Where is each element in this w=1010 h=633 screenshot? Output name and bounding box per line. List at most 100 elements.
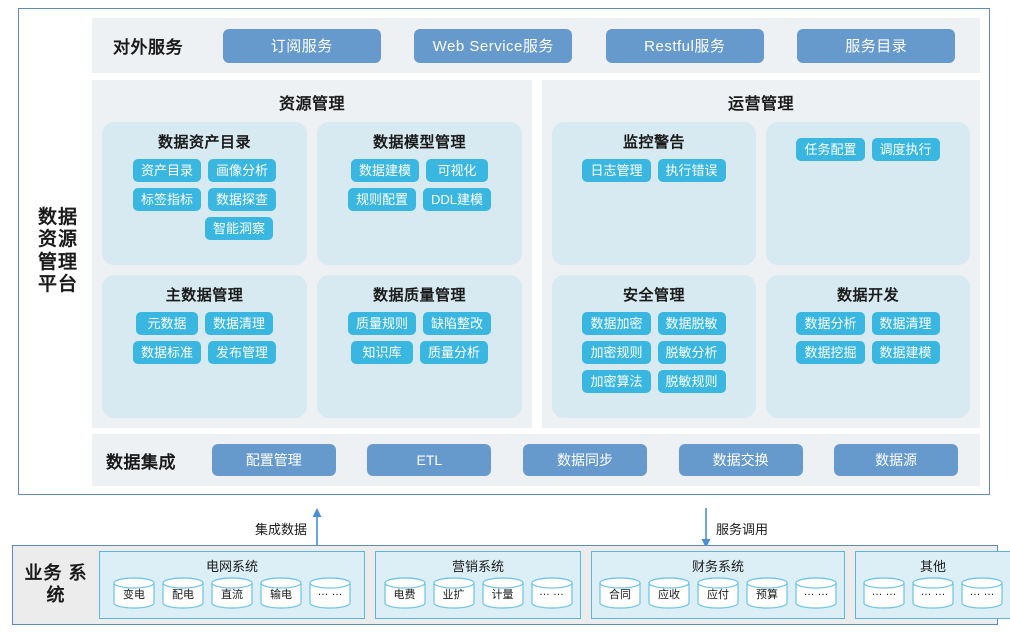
business-group-finance-system-items: 合同 应收 应付 预算 … …	[598, 577, 838, 609]
database-icon[interactable]: 直流	[210, 577, 254, 609]
database-icon-more[interactable]: … …	[960, 577, 1004, 609]
tag-encryption-rule[interactable]: 加密规则	[582, 341, 651, 364]
tag-schedule-execution[interactable]: 调度执行	[871, 138, 940, 161]
tag-knowledge-base[interactable]: 知识库	[350, 341, 413, 364]
database-icon[interactable]: 预算	[745, 577, 789, 609]
tag-rule-config[interactable]: 规则配置	[347, 188, 416, 211]
tag-data-analysis[interactable]: 数据分析	[796, 312, 865, 335]
database-icon[interactable]: 应付	[696, 577, 740, 609]
tag-asset-catalog[interactable]: 资产目录	[132, 159, 201, 182]
card-security-management-title: 安全管理	[622, 287, 685, 304]
business-group-grid-system[interactable]: 电网系统 变电 配电 直流 输电	[99, 551, 365, 619]
arrow-down-icon	[701, 508, 711, 548]
tag-label-metrics[interactable]: 标签指标	[132, 188, 201, 211]
card-data-quality-management[interactable]: 数据质量管理 质量规则 缺陷整改 知识库 质量分析	[317, 275, 522, 418]
database-icon-more[interactable]: … …	[794, 577, 838, 609]
tag-execution-error[interactable]: 执行错误	[657, 159, 726, 182]
database-icon[interactable]: 输电	[259, 577, 303, 609]
external-services-button-list: 订阅服务 Web Service服务 Restful服务 服务目录	[198, 28, 980, 63]
card-data-asset-catalog-tags: 资产目录 画像分析 标签指标 数据探查 智能洞察	[110, 159, 299, 240]
tag-data-masking[interactable]: 数据脱敏	[657, 312, 726, 335]
card-data-model-management-tags: 数据建模 可视化 规则配置 DDL建模	[325, 159, 514, 211]
platform-title-line-1: 数据	[37, 206, 78, 228]
tag-smart-insight[interactable]: 智能洞察	[204, 217, 273, 240]
card-master-data-management-title: 主数据管理	[165, 287, 244, 304]
tag-row: 规则配置 DDL建模	[325, 188, 514, 211]
tag-portrait-analysis[interactable]: 画像分析	[208, 159, 277, 182]
business-group-other[interactable]: 其他 … … … … … …	[855, 551, 1010, 619]
database-icon-more[interactable]: … …	[308, 577, 352, 609]
tag-visualization[interactable]: 可视化	[426, 159, 488, 182]
database-icon[interactable]: 配电	[161, 577, 205, 609]
database-icon[interactable]: 计量	[481, 577, 525, 609]
card-data-asset-catalog-title: 数据资产目录	[157, 134, 251, 151]
database-icon[interactable]: 应收	[647, 577, 691, 609]
business-systems-groups: 电网系统 变电 配电 直流 输电	[99, 551, 1010, 619]
tag-row: 数据分析 数据清理	[774, 312, 962, 335]
business-group-marketing-system-title: 营销系统	[451, 559, 504, 574]
tag-ddl-modeling[interactable]: DDL建模	[423, 188, 492, 211]
database-icon-more[interactable]: … …	[911, 577, 955, 609]
business-systems-section: 业务 系统 电网系统 变电 配电 直流 输电	[12, 545, 1010, 625]
tag-data-cleansing[interactable]: 数据清理	[204, 312, 273, 335]
database-label: … …	[317, 586, 343, 598]
database-icon-more[interactable]: … …	[862, 577, 906, 609]
tag-quality-analysis[interactable]: 质量分析	[419, 341, 488, 364]
tag-data-mining[interactable]: 数据挖掘	[796, 341, 865, 364]
tag-masking-analysis[interactable]: 脱敏分析	[657, 341, 726, 364]
tag-publish-management[interactable]: 发布管理	[208, 341, 277, 364]
tag-task-config[interactable]: 任务配置	[796, 138, 865, 161]
card-security-management-tags: 数据加密 数据脱敏 加密规则 脱敏分析 加密算法 脱敏规则	[560, 312, 748, 393]
tag-row: 资产目录 画像分析	[110, 159, 299, 182]
database-label: 应付	[707, 589, 729, 601]
card-data-development[interactable]: 数据开发 数据分析 数据清理 数据挖掘 数据建模	[766, 275, 970, 418]
tag-metadata[interactable]: 元数据	[135, 312, 198, 335]
service-button-webservice[interactable]: Web Service服务	[414, 28, 573, 63]
card-monitoring-alert-title: 监控警告	[622, 134, 685, 151]
integration-button-config-management[interactable]: 配置管理	[211, 444, 336, 476]
tag-data-cleansing-dev[interactable]: 数据清理	[871, 312, 940, 335]
card-monitoring-alert-tags: 日志管理 执行错误	[560, 159, 748, 182]
database-label: … …	[803, 586, 829, 598]
tag-data-standard[interactable]: 数据标准	[132, 341, 201, 364]
tag-log-management[interactable]: 日志管理	[582, 159, 651, 182]
card-master-data-management[interactable]: 主数据管理 元数据 数据清理 数据标准 发布管理	[102, 275, 307, 418]
tag-defect-rectification[interactable]: 缺陷整改	[423, 312, 492, 335]
service-button-subscription[interactable]: 订阅服务	[222, 28, 381, 63]
integration-button-data-exchange[interactable]: 数据交换	[678, 444, 803, 476]
panel-operation-management-cards: 监控警告 日志管理 执行错误 任务配置 调度执行	[552, 122, 970, 418]
database-icon[interactable]: 电费	[383, 577, 427, 609]
integration-button-data-source[interactable]: 数据源	[834, 444, 959, 476]
connector-integrate-data: 集成数据	[255, 508, 323, 548]
card-task-scheduling[interactable]: 任务配置 调度执行	[766, 122, 970, 265]
tag-masking-rule[interactable]: 脱敏规则	[657, 370, 726, 393]
integration-button-etl[interactable]: ETL	[367, 444, 492, 476]
tag-data-modeling[interactable]: 数据建模	[350, 159, 419, 182]
tag-encryption-algorithm[interactable]: 加密算法	[582, 370, 651, 393]
database-icon[interactable]: 变电	[112, 577, 156, 609]
tag-data-exploration[interactable]: 数据探查	[208, 188, 277, 211]
card-data-asset-catalog[interactable]: 数据资产目录 资产目录 画像分析 标签指标 数据探查 智能洞察	[102, 122, 307, 265]
tag-quality-rule[interactable]: 质量规则	[347, 312, 416, 335]
platform-title-line-4: 平台	[37, 273, 78, 295]
database-icon[interactable]: 合同	[598, 577, 642, 609]
tag-data-encryption[interactable]: 数据加密	[582, 312, 651, 335]
integration-button-data-sync[interactable]: 数据同步	[522, 444, 647, 476]
business-group-marketing-system[interactable]: 营销系统 电费 业扩 计量 … …	[375, 551, 581, 619]
database-label: … …	[969, 586, 995, 598]
platform-title-line-3: 管理	[37, 251, 78, 273]
tag-data-modeling-dev[interactable]: 数据建模	[871, 341, 940, 364]
card-monitoring-alert[interactable]: 监控警告 日志管理 执行错误	[552, 122, 756, 265]
database-icon-more[interactable]: … …	[530, 577, 574, 609]
service-button-catalog[interactable]: 服务目录	[797, 28, 956, 63]
business-group-finance-system[interactable]: 财务系统 合同 应收 应付 预算	[591, 551, 845, 619]
database-label: 输电	[270, 589, 292, 601]
database-icon[interactable]: 业扩	[432, 577, 476, 609]
card-security-management[interactable]: 安全管理 数据加密 数据脱敏 加密规则 脱敏分析 加密算法 脱敏规则	[552, 275, 756, 418]
service-button-restful[interactable]: Restful服务	[605, 28, 764, 63]
tag-row: 数据标准 发布管理	[110, 341, 299, 364]
tag-row: 加密规则 脱敏分析	[560, 341, 748, 364]
card-data-model-management[interactable]: 数据模型管理 数据建模 可视化 规则配置 DDL建模	[317, 122, 522, 265]
arrow-up-icon	[312, 508, 322, 548]
card-data-quality-management-title: 数据质量管理	[372, 287, 466, 304]
